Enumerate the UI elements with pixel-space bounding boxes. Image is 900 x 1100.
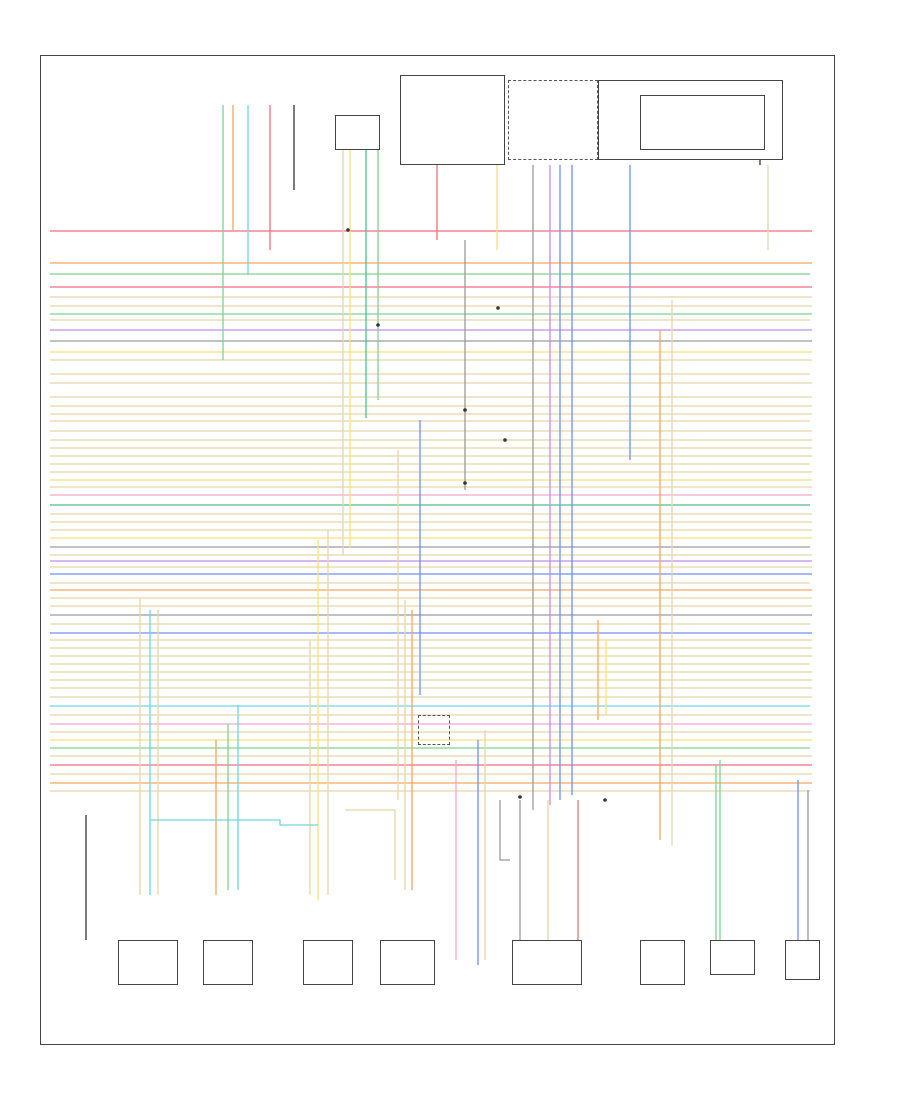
splice-6 bbox=[496, 306, 500, 310]
fuel-level-sensor-body bbox=[785, 940, 820, 980]
wire-route-4 bbox=[499, 800, 510, 861]
splice-7 bbox=[603, 798, 607, 802]
evap-purge-valve-body bbox=[710, 940, 755, 975]
splice-1 bbox=[463, 408, 467, 412]
sensor-connector-top bbox=[335, 115, 380, 150]
wire-route-3 bbox=[345, 809, 396, 880]
fuel-pump-module-body bbox=[512, 940, 582, 985]
splice-8 bbox=[518, 795, 522, 799]
o2-sensor-1-body bbox=[118, 940, 178, 985]
relay-box-left bbox=[400, 75, 505, 165]
splice-2 bbox=[463, 481, 467, 485]
fuel-pressure-sensor-body bbox=[640, 940, 685, 985]
o2-sensor-3-body bbox=[303, 940, 353, 985]
relay-box-mid bbox=[508, 80, 598, 160]
o2-sensor-4-body bbox=[380, 940, 435, 985]
splice-3 bbox=[503, 438, 507, 442]
o2-sensor-2-body bbox=[203, 940, 253, 985]
ecm-ground-box bbox=[418, 715, 450, 745]
wire-route-1 bbox=[150, 819, 318, 826]
splice-4 bbox=[346, 228, 350, 232]
fuse-block bbox=[640, 95, 765, 150]
splice-5 bbox=[376, 323, 380, 327]
diagram-frame bbox=[40, 55, 835, 1045]
